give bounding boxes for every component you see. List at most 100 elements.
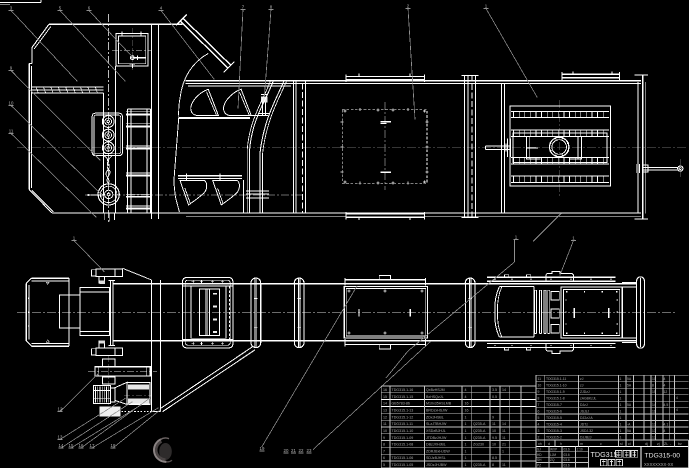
svg-text:1:10: 1:10: [577, 448, 583, 452]
svg-text:17: 17: [90, 443, 95, 448]
svg-text:JDTz: JDTz: [580, 422, 588, 426]
svg-text:cl: cl: [628, 442, 631, 446]
svg-text:SDJzBJHSL: SDJzBJHSL: [426, 456, 446, 460]
svg-text:16: 16: [383, 388, 387, 392]
svg-text:1: 1: [620, 390, 622, 394]
svg-text:8: 8: [492, 463, 494, 467]
svg-text:SJ: SJ: [537, 448, 541, 452]
svg-text:10: 10: [492, 443, 496, 447]
svg-text:03.6: 03.6: [564, 463, 570, 467]
svg-text:4: 4: [664, 377, 666, 381]
svg-text:8: 8: [383, 443, 385, 447]
svg-text:8: 8: [270, 4, 273, 9]
svg-text:-A: -A: [627, 422, 631, 426]
svg-text:1: 1: [515, 234, 518, 239]
svg-text:4: 4: [664, 384, 666, 388]
svg-text:5A: 5A: [627, 429, 632, 433]
svg-text:TDG315.1-9: TDG315.1-9: [546, 390, 565, 394]
svg-text:1: 1: [620, 397, 622, 401]
svg-text:TDG315-5: TDG315-5: [546, 416, 562, 420]
svg-text:ZG230: ZG230: [473, 443, 484, 447]
svg-text:TDG315.1-10: TDG315.1-10: [546, 384, 567, 388]
svg-text:-: -: [670, 442, 672, 446]
svg-text:1: 1: [620, 377, 622, 381]
svg-text:ZJDzJ: ZJDzJ: [580, 390, 590, 394]
svg-text:SH: SH: [537, 458, 542, 462]
svg-text:bz: bz: [678, 442, 682, 446]
svg-text:TDG315.1-11: TDG315.1-11: [546, 377, 566, 381]
svg-text:10: 10: [383, 429, 387, 433]
svg-text:9: 9: [492, 415, 494, 419]
svg-text:ZQ: ZQ: [550, 458, 555, 462]
svg-text:1: 1: [502, 449, 504, 453]
svg-text:6: 6: [538, 409, 540, 413]
svg-text:TDG315-6: TDG315-6: [546, 409, 562, 413]
svg-text:TDG315.1-06: TDG315.1-06: [392, 456, 414, 460]
svg-text:13: 13: [652, 422, 656, 426]
svg-text:11: 11: [502, 463, 506, 467]
svg-text:5: 5: [383, 463, 385, 467]
svg-text:4.5: 4.5: [664, 403, 669, 407]
svg-text:11: 11: [502, 429, 506, 433]
svg-text:1: 1: [620, 416, 622, 420]
svg-text:13: 13: [383, 408, 387, 412]
svg-text:QxBzHSJM: QxBzHSJM: [426, 388, 445, 392]
svg-text:JSDJ-32: JSDJ-32: [580, 429, 593, 433]
svg-text:16: 16: [79, 443, 84, 448]
svg-text:21: 21: [291, 448, 296, 453]
svg-text:13: 13: [652, 429, 656, 433]
svg-text:DzJBzJ: DzJBzJ: [580, 435, 592, 439]
svg-text:1: 1: [620, 422, 622, 426]
svg-text:WXP: WXP: [550, 448, 557, 452]
svg-text:zJ: zJ: [580, 384, 584, 388]
svg-text:11: 11: [9, 128, 14, 133]
svg-text:TDG315-4: TDG315-4: [546, 422, 562, 426]
svg-text:3.5: 3.5: [492, 388, 497, 392]
svg-text:1: 1: [572, 235, 575, 240]
svg-text:TDG315-3: TDG315-3: [546, 429, 562, 433]
svg-text:TDG315.1-10: TDG315.1-10: [392, 429, 414, 433]
svg-text:TDG315.1-09: TDG315.1-09: [392, 436, 414, 440]
svg-text:JSJzJ: JSJzJ: [580, 409, 589, 413]
svg-text:1: 1: [465, 443, 467, 447]
svg-text:BxHSQzJL: BxHSQzJL: [426, 395, 444, 399]
svg-text:13: 13: [58, 434, 63, 439]
svg-text:20: 20: [284, 448, 289, 453]
svg-text:c: c: [600, 442, 602, 446]
svg-text:11: 11: [538, 377, 542, 381]
svg-text:1: 1: [485, 3, 488, 8]
svg-text:10: 10: [538, 384, 542, 388]
svg-text:h: h: [560, 442, 562, 446]
svg-text:11: 11: [502, 436, 506, 440]
svg-text:10: 10: [9, 100, 14, 105]
svg-text:5A: 5A: [627, 403, 632, 407]
svg-text:HD: HD: [537, 453, 542, 457]
svg-text:15: 15: [383, 395, 387, 399]
svg-text:SLzJTBHJW: SLzJTBHJW: [426, 422, 447, 426]
svg-text:XXXXXXXX-XX: XXXXXXXX-XX: [644, 462, 674, 467]
svg-text:JSDzJHJBW: JSDzJHJBW: [426, 463, 447, 467]
svg-text:4: 4: [676, 396, 678, 400]
svg-text:19: 19: [260, 446, 265, 451]
svg-text:XSDzBJHJL: XSDzBJHJL: [426, 429, 446, 433]
svg-text:11: 11: [652, 409, 656, 413]
svg-text:14: 14: [383, 402, 387, 406]
svg-text:TDG315.1-13: TDG315.1-13: [392, 408, 414, 412]
svg-text:JTDBzJHJW: JTDBzJHJW: [426, 436, 447, 440]
svg-text:1: 1: [465, 463, 467, 467]
svg-text:ZDxJHSBL: ZDxJHSBL: [426, 415, 444, 419]
svg-text:12: 12: [383, 415, 387, 419]
svg-text:BRDzxHSJW: BRDzxHSJW: [426, 408, 448, 412]
svg-text:8: 8: [652, 384, 654, 388]
svg-text:TDG315.1-08: TDG315.1-08: [392, 443, 414, 447]
svg-text:1: 1: [465, 422, 467, 426]
svg-text:Q235-A: Q235-A: [473, 463, 486, 467]
svg-text:ZDRJBxHJDW: ZDRJBxHJDW: [426, 449, 450, 453]
svg-text:1: 1: [620, 435, 622, 439]
svg-text:4: 4: [160, 5, 163, 10]
svg-text:4: 4: [538, 422, 540, 426]
svg-text:DBzJXHJBL: DBzJXHJBL: [426, 443, 446, 447]
svg-text:m: m: [580, 442, 583, 446]
svg-text:03.6: 03.6: [564, 458, 570, 462]
svg-text:1: 1: [465, 436, 467, 440]
